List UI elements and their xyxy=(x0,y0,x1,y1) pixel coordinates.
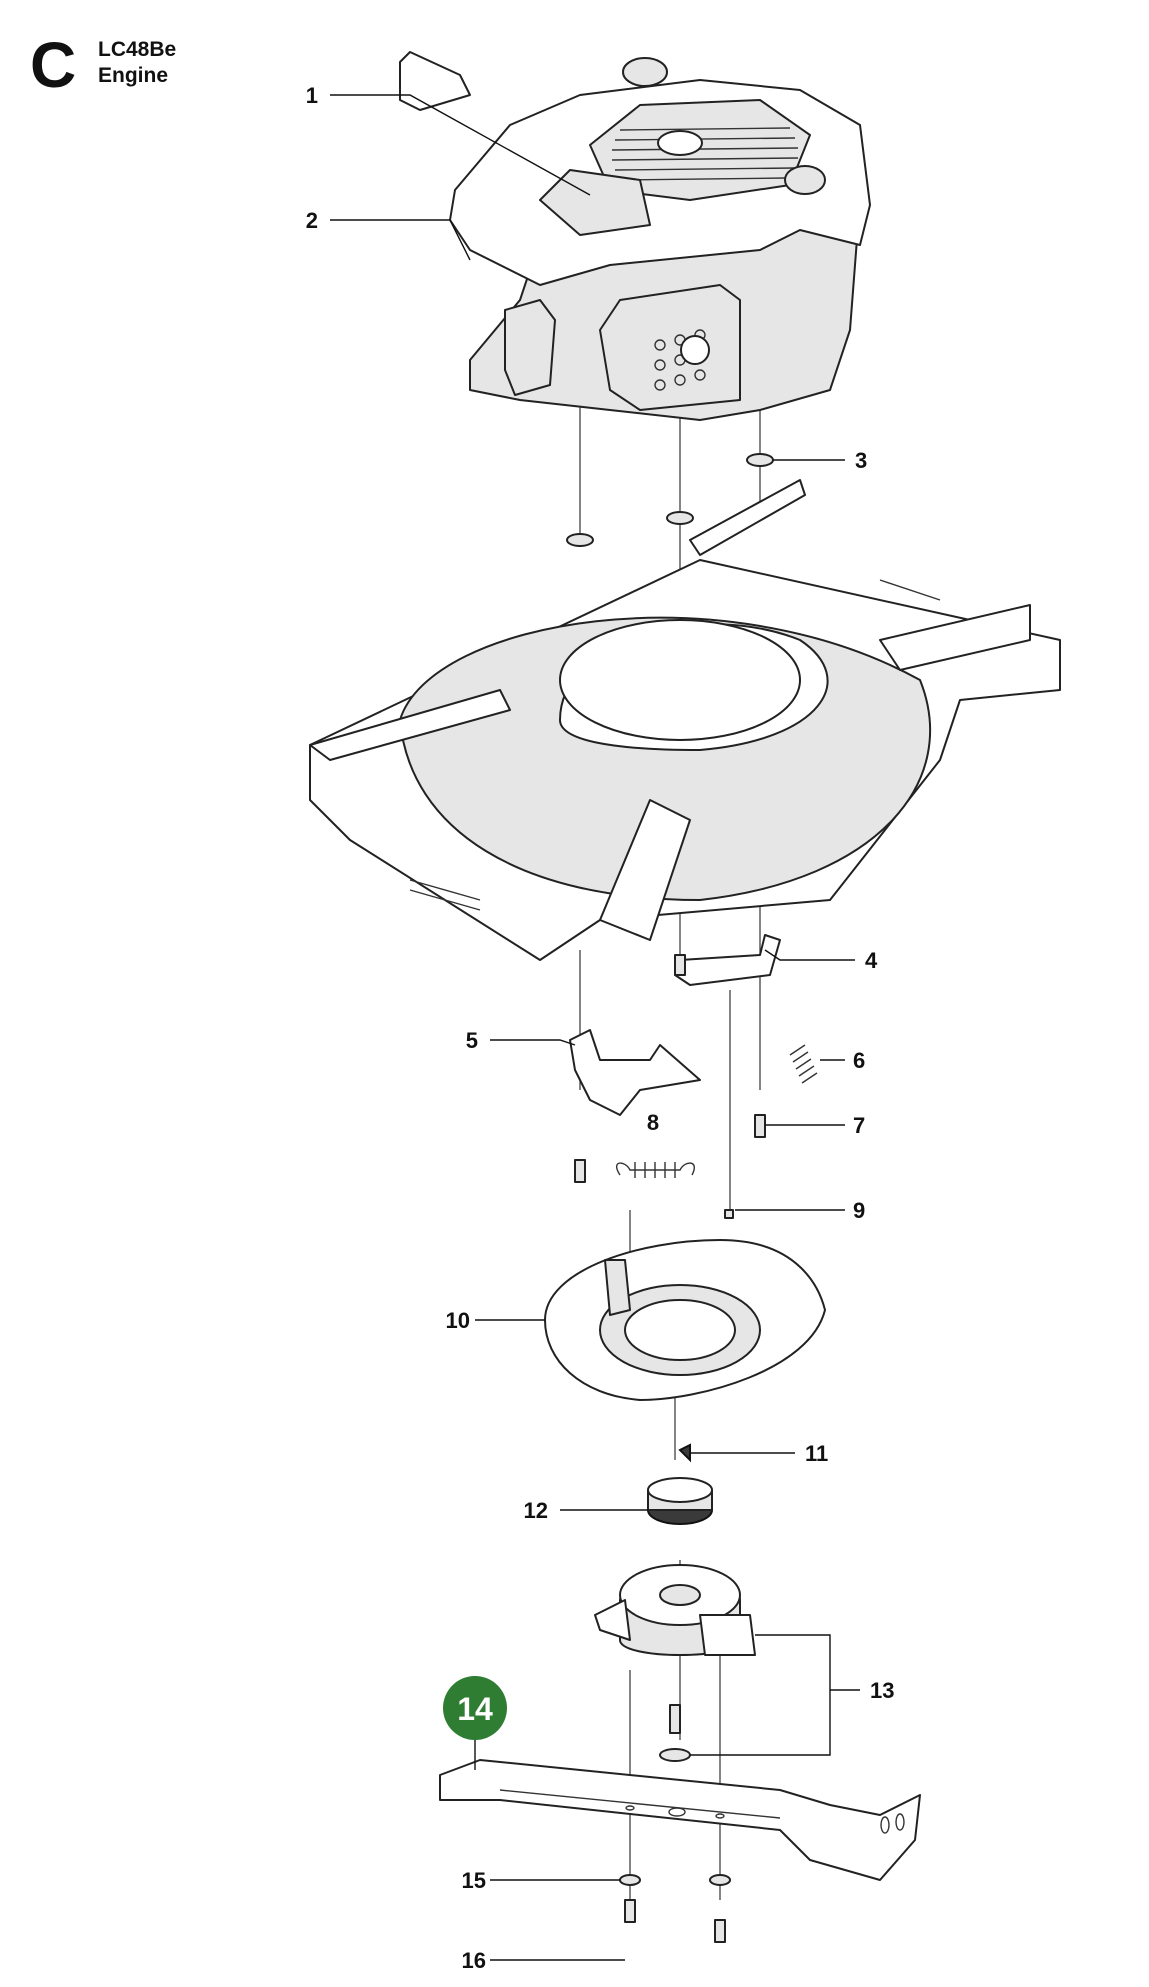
callout-12: 12 xyxy=(524,1498,548,1523)
callout-8: 8 xyxy=(647,1110,659,1135)
leader-lines xyxy=(330,94,860,1961)
engine-muffler-guard xyxy=(599,284,741,411)
callout-15: 15 xyxy=(462,1868,486,1893)
callout-14: 14 xyxy=(457,1691,493,1727)
callout-6: 6 xyxy=(853,1048,865,1073)
callout-labels: 1 2 3 4 5 6 7 8 9 10 11 12 13 14 15 16 xyxy=(306,83,895,1973)
brake-lever xyxy=(569,1029,701,1116)
tension-spring xyxy=(615,1162,695,1178)
decal xyxy=(399,51,471,111)
washers xyxy=(566,453,774,547)
page-header: C LC48Be Engine xyxy=(30,30,290,100)
callout-7: 7 xyxy=(853,1113,865,1138)
section-letter: C xyxy=(30,29,77,101)
callout-5: 5 xyxy=(466,1028,478,1053)
callout-2: 2 xyxy=(306,208,318,233)
callout-14-badge xyxy=(443,1676,507,1740)
callout-13: 13 xyxy=(870,1678,894,1703)
brake-bracket xyxy=(674,934,781,986)
callout-9: 9 xyxy=(853,1198,865,1223)
callout-1: 1 xyxy=(306,83,318,108)
key xyxy=(678,1443,691,1463)
cutting-blade xyxy=(439,1759,921,1881)
fuel-cap xyxy=(622,57,668,87)
engine xyxy=(449,57,871,421)
model-name: LC48Be xyxy=(98,38,177,61)
pulley xyxy=(647,1477,713,1525)
mower-deck xyxy=(309,479,1061,961)
section-title: Engine xyxy=(98,64,169,87)
callout-4: 4 xyxy=(865,948,878,973)
oil-cap xyxy=(784,165,826,195)
callout-3: 3 xyxy=(855,448,867,473)
callout-16: 16 xyxy=(462,1948,486,1973)
blade-housing xyxy=(544,1239,826,1401)
callout-11: 11 xyxy=(805,1441,828,1466)
small-spring xyxy=(789,1044,818,1084)
engine-cooling-grille xyxy=(611,127,799,181)
callout-10: 10 xyxy=(446,1308,470,1333)
engine-carburetor xyxy=(504,299,556,396)
blade-clutch xyxy=(594,1564,756,1762)
screws-upper xyxy=(574,954,766,1219)
blade-hardware xyxy=(619,1874,731,1943)
